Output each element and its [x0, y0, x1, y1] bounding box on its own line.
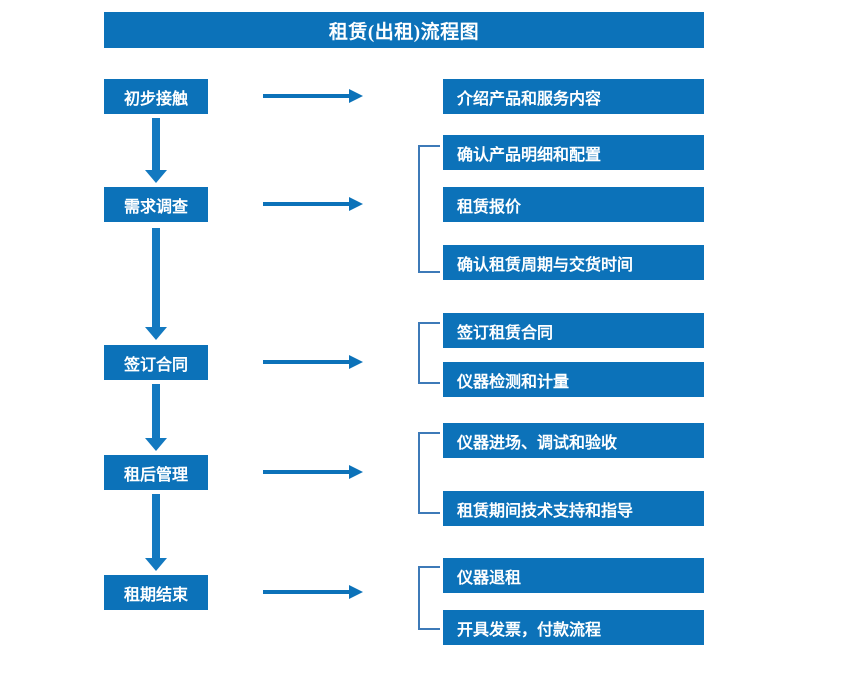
arrow-shaft — [263, 360, 351, 364]
stage-box-needs-survey[interactable]: 需求调查 — [104, 187, 208, 222]
arrow-head — [145, 327, 167, 340]
arrow-shaft — [263, 470, 351, 474]
group-bracket-post-rent — [418, 432, 440, 514]
arrow-right-stage1-to-details — [263, 87, 363, 105]
page-title: 租赁(出租)流程图 — [104, 12, 704, 48]
detail-box-onsite-commission[interactable]: 仪器进场、调试和验收 — [443, 423, 704, 458]
group-bracket-needs-survey — [418, 145, 440, 273]
arrow-shaft — [152, 118, 160, 170]
detail-box-invoice-payment[interactable]: 开具发票，付款流程 — [443, 610, 704, 645]
arrow-down-stage1-to-stage2 — [145, 118, 167, 183]
stage-box-sign-contract[interactable]: 签订合同 — [104, 345, 208, 380]
arrow-head — [349, 585, 363, 599]
arrow-right-stage5-to-details — [263, 583, 363, 601]
detail-box-tech-support[interactable]: 租赁期间技术支持和指导 — [443, 491, 704, 526]
detail-box-confirm-period[interactable]: 确认租赁周期与交货时间 — [443, 245, 704, 280]
arrow-head — [145, 170, 167, 183]
stage-box-initial-contact[interactable]: 初步接触 — [104, 79, 208, 114]
arrow-shaft — [263, 94, 351, 98]
arrow-head — [349, 465, 363, 479]
detail-box-instrument-test[interactable]: 仪器检测和计量 — [443, 362, 704, 397]
group-bracket-lease-end — [418, 566, 440, 630]
arrow-shaft — [152, 384, 160, 438]
detail-box-introduce-products[interactable]: 介绍产品和服务内容 — [443, 79, 704, 114]
arrow-head — [349, 197, 363, 211]
arrow-shaft — [152, 228, 160, 327]
arrow-shaft — [263, 202, 351, 206]
arrow-down-stage4-to-stage5 — [145, 494, 167, 571]
arrow-down-stage2-to-stage3 — [145, 228, 167, 340]
detail-box-return-instrument[interactable]: 仪器退租 — [443, 558, 704, 593]
detail-box-confirm-spec[interactable]: 确认产品明细和配置 — [443, 135, 704, 170]
group-bracket-contract — [418, 322, 440, 384]
arrow-head — [145, 438, 167, 451]
arrow-head — [349, 89, 363, 103]
arrow-right-stage3-to-details — [263, 353, 363, 371]
arrow-shaft — [263, 590, 351, 594]
arrow-right-stage4-to-details — [263, 463, 363, 481]
stage-box-lease-end[interactable]: 租期结束 — [104, 575, 208, 610]
detail-box-sign-lease[interactable]: 签订租赁合同 — [443, 313, 704, 348]
arrow-down-stage3-to-stage4 — [145, 384, 167, 451]
detail-box-rental-quote[interactable]: 租赁报价 — [443, 187, 704, 222]
arrow-head — [145, 558, 167, 571]
arrow-head — [349, 355, 363, 369]
arrow-right-stage2-to-details — [263, 195, 363, 213]
arrow-shaft — [152, 494, 160, 558]
stage-box-post-rent-mgmt[interactable]: 租后管理 — [104, 455, 208, 490]
